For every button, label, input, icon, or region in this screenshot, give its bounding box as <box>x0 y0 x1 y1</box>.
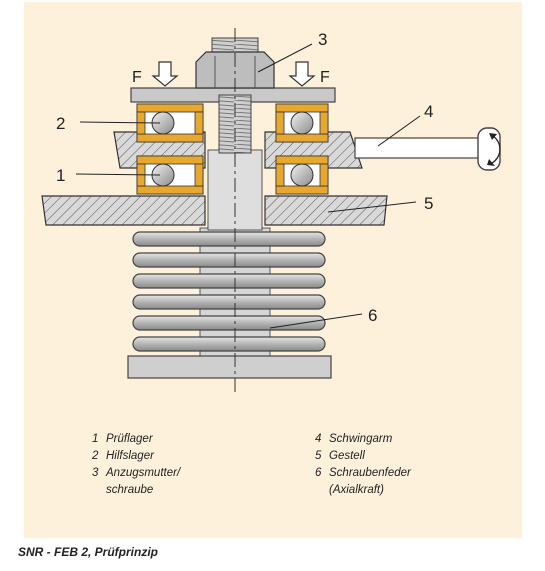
tension-nut <box>195 51 275 89</box>
lower-bearing-left <box>136 155 204 195</box>
coil-spring <box>132 227 326 357</box>
oscillation-arrow <box>487 133 501 166</box>
force-label-right: F <box>320 69 330 86</box>
callout-3: 3 <box>318 30 327 49</box>
callout-2: 2 <box>56 114 65 133</box>
leader-lines <box>75 43 421 329</box>
frame-plate <box>41 195 388 226</box>
spring-base-plate <box>127 355 332 379</box>
force-arrow-left <box>151 61 179 87</box>
callout-1: 1 <box>56 166 65 185</box>
callout-5: 5 <box>424 194 433 213</box>
lower-bearing-right <box>275 155 329 195</box>
force-arrow-right <box>288 61 316 87</box>
callout-4: 4 <box>424 102 433 121</box>
upper-bearing-right <box>275 103 329 143</box>
figure-caption: SNR - FEB 2, Prüfprinzip <box>18 545 159 559</box>
force-label-left: F <box>132 69 142 86</box>
callout-6: 6 <box>368 306 377 325</box>
